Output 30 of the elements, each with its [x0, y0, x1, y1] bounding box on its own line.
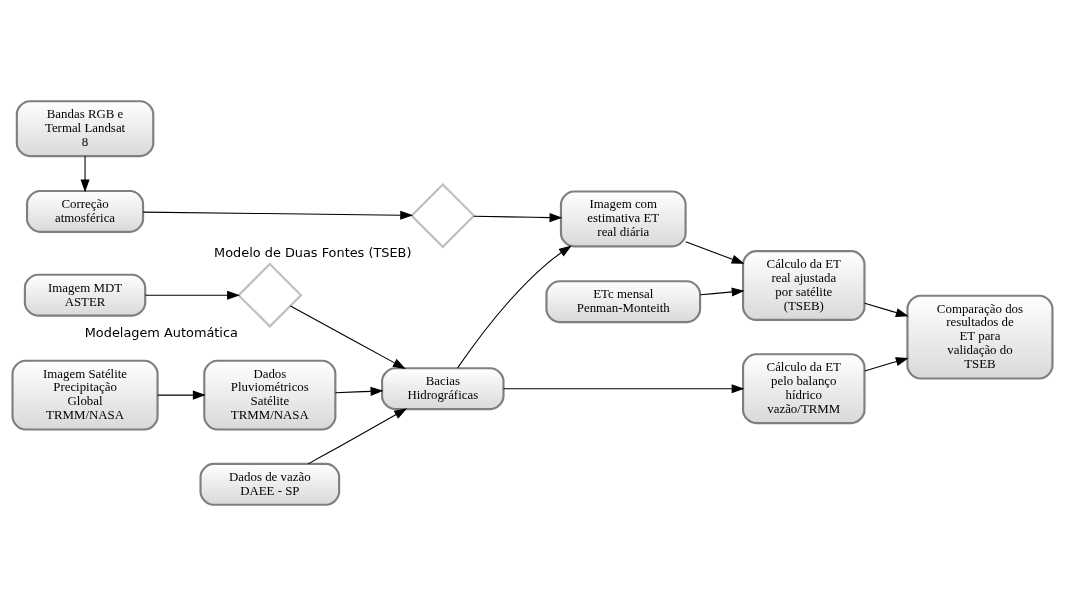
- node-box: Imagem MDT ASTER: [23, 273, 147, 317]
- arrow: [289, 305, 406, 369]
- arrow: [457, 245, 572, 369]
- node-box: Imagem com estimativa ET real diária: [559, 190, 687, 248]
- node-label: Modelo de Duas Fontes (TSEB): [214, 245, 412, 261]
- node-box: Imagem Satélite Precipitação Global TRMM/NASA: [11, 359, 159, 431]
- arrow: [864, 357, 909, 372]
- node-box: Dados de vazão DAEE - SP: [199, 462, 341, 506]
- node-box: ETc mensal Penman-Monteith: [545, 280, 702, 324]
- arrow: [144, 290, 241, 300]
- node-box: Correção atmosférica: [25, 189, 145, 233]
- node-label: Modelagem Automática: [84, 324, 238, 340]
- node-box: Cálculo da ET pelo balanço hídrico vazão/TRMM: [742, 353, 866, 425]
- arrow: [80, 155, 90, 193]
- node-box: Dados Pluviométricos Satélite TRMM/NASA: [203, 359, 337, 431]
- arrow: [334, 386, 384, 396]
- arrow: [864, 302, 909, 317]
- node-diamond: [410, 183, 476, 249]
- arrow: [157, 390, 206, 400]
- node-box: Comparação dos resultados de ET para validação do TSEB: [906, 294, 1054, 380]
- arrow: [307, 408, 408, 465]
- arrow: [685, 241, 745, 264]
- arrow: [503, 384, 745, 394]
- arrow: [699, 287, 745, 297]
- node-diamond: [237, 262, 303, 328]
- node-box: Bandas RGB e Termal Landsat 8: [15, 100, 155, 158]
- arrow: [473, 213, 563, 223]
- node-box: Bacias Hidrográficas: [381, 367, 505, 411]
- arrow: [142, 210, 414, 220]
- node-box: Cálculo da ET real ajustada por satélite (TSEB): [742, 250, 866, 321]
